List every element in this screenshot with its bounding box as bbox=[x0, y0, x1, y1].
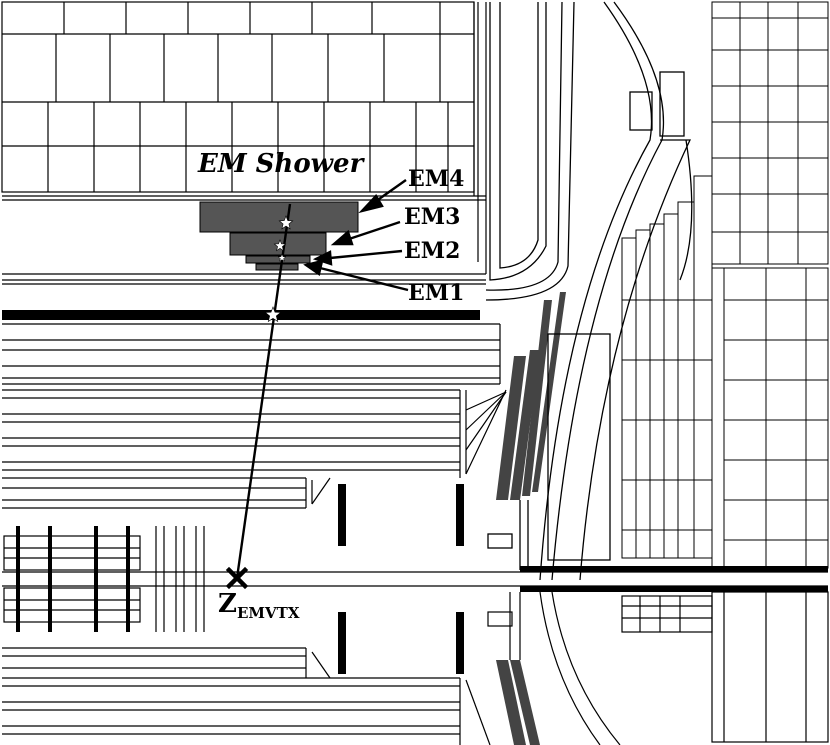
shower-title: EM Shower bbox=[197, 149, 366, 179]
star-icon bbox=[278, 215, 294, 230]
cryostat-wall bbox=[2, 2, 487, 285]
solenoid-layer bbox=[2, 310, 480, 320]
shower-layer-em2 bbox=[245, 255, 311, 264]
calorimeter-module-grid bbox=[1, 1, 475, 193]
vertex-label-sub: EMVTX bbox=[237, 604, 300, 622]
shower-layer-em1 bbox=[255, 263, 299, 271]
vertex-label: ZEMVTX bbox=[218, 589, 300, 622]
forward-detector-bars-lower bbox=[496, 660, 540, 745]
star-icon bbox=[264, 306, 282, 323]
label-em3: EM3 bbox=[404, 204, 460, 230]
particle-track bbox=[235, 203, 292, 579]
label-em1: EM1 bbox=[408, 280, 464, 306]
endcap-curves bbox=[485, 1, 693, 581]
vertex-label-main: Z bbox=[218, 589, 237, 619]
star-icon bbox=[277, 253, 287, 262]
label-em2: EM2 bbox=[404, 238, 460, 264]
forward-detector-bars bbox=[338, 292, 566, 674]
beam-pipe bbox=[2, 566, 828, 592]
tracker-layers-upper bbox=[2, 323, 507, 509]
outer-module-grid bbox=[621, 1, 829, 569]
central-tracker bbox=[3, 526, 205, 632]
label-arrows bbox=[303, 179, 409, 292]
em-shower bbox=[199, 201, 359, 271]
hit-markers bbox=[264, 215, 294, 323]
star-icon bbox=[273, 239, 287, 252]
silicon-detector bbox=[16, 526, 130, 632]
tracker-layers-lower bbox=[2, 591, 829, 745]
shower-layer-em4 bbox=[199, 201, 359, 233]
x-cross-icon bbox=[225, 566, 249, 590]
label-em4: EM4 bbox=[408, 166, 464, 192]
